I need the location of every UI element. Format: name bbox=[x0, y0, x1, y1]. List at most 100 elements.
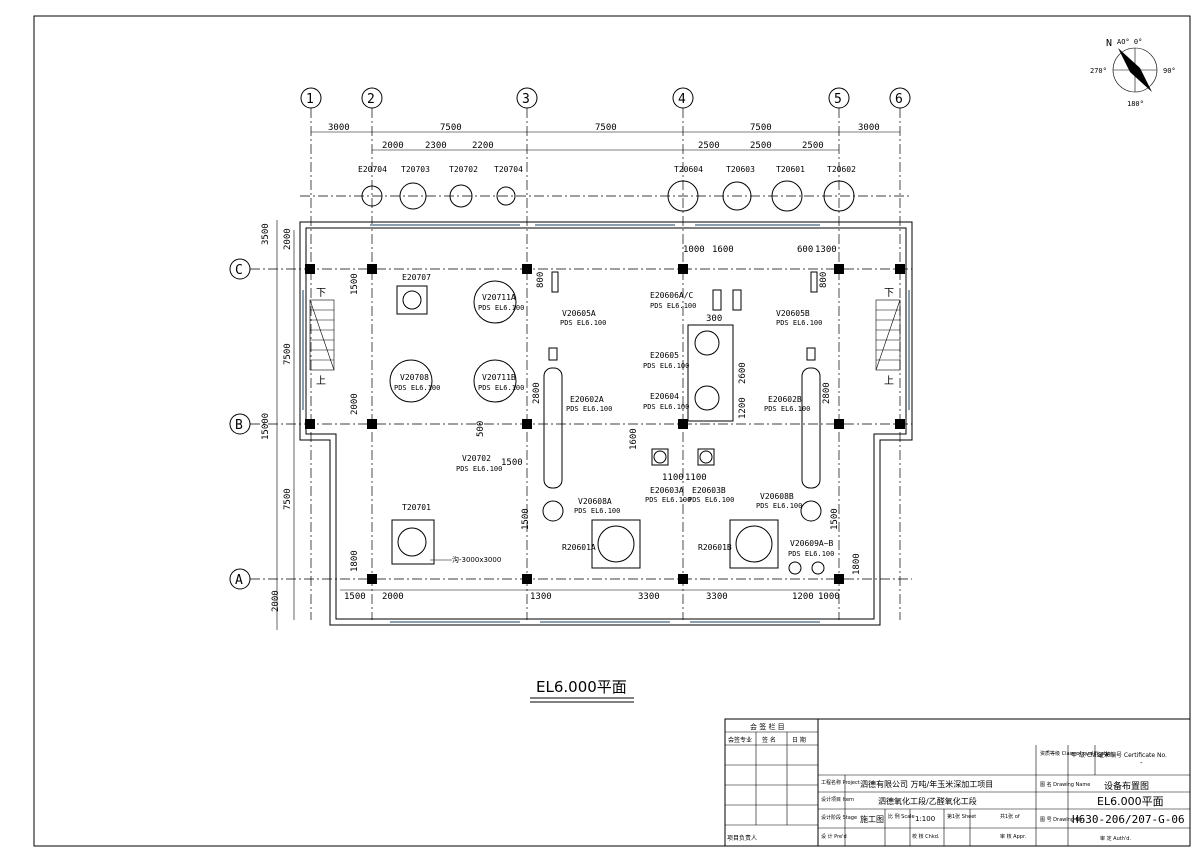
dim-top-1: 3000 bbox=[328, 123, 350, 133]
label-V20711B: V20711B bbox=[482, 373, 516, 382]
project-manager-label: 项目负责人 bbox=[727, 834, 757, 842]
compass-east: 90° bbox=[1163, 67, 1176, 75]
structural-columns bbox=[305, 264, 905, 584]
label-T20704: T20704 bbox=[494, 165, 523, 174]
compass-west: 270° bbox=[1090, 67, 1107, 75]
dim-bot-2000: 2000 bbox=[382, 592, 404, 602]
building-walls bbox=[299, 221, 913, 626]
dim-left-9: 2000 bbox=[271, 590, 281, 612]
dim-left-1: 3500 bbox=[261, 223, 271, 245]
pds-V20605B: PDS EL6.100 bbox=[776, 319, 822, 327]
dim-1800-r: 1800 bbox=[852, 553, 862, 575]
dim-2800-a: 2800 bbox=[532, 382, 542, 404]
label-E20605: E20605 bbox=[650, 351, 679, 360]
dim-1000: 1000 bbox=[683, 245, 705, 255]
label-V20608A: V20608A bbox=[578, 497, 612, 506]
drawing-no: H630-206/207-G-06 bbox=[1072, 813, 1185, 826]
dim-1500-b: 1500 bbox=[521, 508, 531, 530]
drawing-name-2: EL6.000平面 bbox=[1097, 795, 1164, 808]
drawing-no-label: 图 号 Drawing No. bbox=[1040, 817, 1084, 823]
dim-top-3: 7500 bbox=[595, 123, 617, 133]
stage-value: 施工图 bbox=[860, 814, 884, 824]
label-T20604: T20604 bbox=[674, 165, 703, 174]
label-T20603: T20603 bbox=[726, 165, 755, 174]
design-label: 设 计 Pre'd bbox=[821, 833, 847, 840]
dim-1600-b: 1600 bbox=[629, 428, 639, 450]
check-label: 校 核 Chkd. bbox=[912, 833, 940, 840]
dim-800-b: 800 bbox=[819, 272, 829, 288]
stair-left-down: 下 bbox=[316, 288, 326, 299]
cert-label: 证书编号 Certificate No. bbox=[1098, 751, 1167, 759]
axis-col-3: 3 bbox=[522, 92, 530, 107]
sheet-frame bbox=[33, 15, 1191, 847]
dim-800-a: 800 bbox=[536, 272, 546, 288]
compass-angle: AO° 0° bbox=[1117, 38, 1142, 46]
pds-V20702: PDS EL6.100 bbox=[456, 465, 502, 473]
dim-top2-2: 2300 bbox=[425, 141, 447, 151]
dim-bot-1000: 1000 bbox=[818, 592, 840, 602]
label-E20603B: E20603B bbox=[692, 486, 726, 495]
label-E20704: E20704 bbox=[358, 165, 387, 174]
label-T20702: T20702 bbox=[449, 165, 478, 174]
dim-top2-5: 2500 bbox=[750, 141, 772, 151]
pds-E20604: PDS EL6.100 bbox=[643, 403, 689, 411]
dim-2600: 2600 bbox=[738, 362, 748, 384]
pds-V20605A: PDS EL6.100 bbox=[560, 319, 606, 327]
plan-title: EL6.000平面 bbox=[530, 678, 634, 703]
drawing-name-1: 设备布置图 bbox=[1104, 780, 1149, 792]
label-E20602A: E20602A bbox=[570, 395, 604, 404]
dim-bot-1500: 1500 bbox=[344, 592, 366, 602]
axis-col-1: 1 bbox=[306, 92, 314, 107]
dim-left-7: 7500 bbox=[283, 488, 293, 510]
sheet-label: 第1张 Sheet bbox=[947, 813, 976, 820]
approve-label: 审 定 Auth'd. bbox=[1100, 835, 1131, 842]
dim-left-6: 15000 bbox=[261, 413, 271, 440]
dim-300: 300 bbox=[706, 314, 722, 324]
pds-E20603B: PDS EL6.100 bbox=[688, 496, 734, 504]
label-T20701: T20701 bbox=[402, 503, 431, 512]
dim-top2-4: 2500 bbox=[698, 141, 720, 151]
drawing-name-label: 图 名 Drawing Name bbox=[1040, 781, 1090, 788]
dim-left-2: 2000 bbox=[283, 228, 293, 250]
pds-E20602B: PDS EL6.100 bbox=[764, 405, 810, 413]
pds-E20606: PDS EL6.100 bbox=[650, 302, 696, 310]
dim-2800-b: 2800 bbox=[822, 382, 832, 404]
project-value: 泗德有限公司 万吨/年玉米深加工项目 bbox=[860, 779, 993, 789]
dim-1600: 1600 bbox=[712, 245, 734, 255]
dim-left-4: 7500 bbox=[283, 343, 293, 365]
stair-left-icon: 下 上 bbox=[309, 288, 335, 387]
dim-top2-6: 2500 bbox=[802, 141, 824, 151]
review-label: 审 核 Appr. bbox=[1000, 833, 1027, 840]
dim-left-3: 1500 bbox=[350, 273, 360, 295]
pds-V20608A: PDS EL6.100 bbox=[574, 507, 620, 515]
sign-col-1: 会签专业 bbox=[728, 736, 752, 744]
label-V20605A: V20605A bbox=[562, 309, 596, 318]
label-V20711A: V20711A bbox=[482, 293, 516, 302]
top-tanks: E20704 T20703 T20702 T20704 T20604 T2060… bbox=[358, 165, 856, 212]
item-value: 泗德氧化工段/乙醛氧化工段 bbox=[878, 796, 977, 806]
dim-1100-b: 1100 bbox=[685, 473, 707, 483]
top-dimensions: 3000 7500 7500 7500 3000 2000 2300 2200 … bbox=[311, 123, 900, 151]
stair-right-up: 上 bbox=[884, 375, 894, 387]
row-axes: C B A bbox=[229, 195, 912, 590]
interior-equipment: E20707 V20711A PDS EL6.100 V20708 PDS EL… bbox=[389, 271, 834, 575]
sign-header: 会 签 栏 目 bbox=[750, 722, 785, 731]
pds-E20602A: PDS EL6.100 bbox=[566, 405, 612, 413]
dim-500: 500 bbox=[476, 421, 486, 437]
label-E20602B: E20602B bbox=[768, 395, 802, 404]
dim-bot-1300: 1300 bbox=[530, 592, 552, 602]
plan-title-text: EL6.000平面 bbox=[536, 678, 627, 696]
sign-col-3: 日 期 bbox=[792, 736, 806, 744]
dim-1500-a: 1500 bbox=[501, 458, 523, 468]
label-T20703: T20703 bbox=[401, 165, 430, 174]
label-trench: 沟-3000x3000 bbox=[452, 555, 501, 564]
stage-label: 设计阶段 Stage bbox=[821, 814, 857, 821]
label-V20702: V20702 bbox=[462, 454, 491, 463]
label-E20606: E20606A/C bbox=[650, 291, 694, 300]
label-E20603A: E20603A bbox=[650, 486, 684, 495]
axis-row-a: A bbox=[235, 573, 243, 588]
scale-label: 比 例 Scale bbox=[888, 813, 915, 820]
scale-value: 1:100 bbox=[915, 815, 935, 823]
dim-bot-3300-a: 3300 bbox=[638, 592, 660, 602]
title-block: 会 签 栏 目 会签专业 签 名 日 期 项目负责人 资质等级 Class of… bbox=[724, 718, 1191, 847]
